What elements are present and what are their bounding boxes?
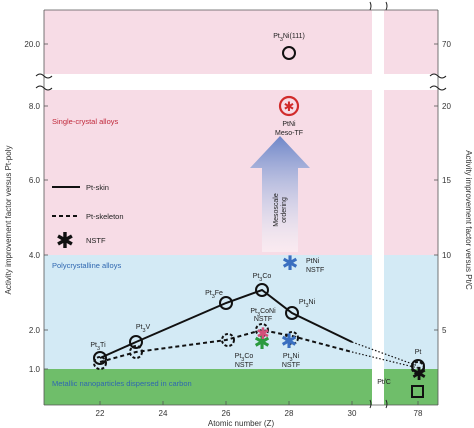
- marker-pt3co-nstf: ✱: [254, 330, 271, 354]
- x-break-label: Pt/C: [377, 379, 391, 386]
- marker-pt3co-skeleton: [255, 323, 269, 337]
- label-pt3fe: Pt3Fe: [205, 290, 223, 300]
- y-axis-label-left: Activity improvement factor versus Pt-po…: [4, 146, 13, 295]
- marker-pt3v-skin: [129, 335, 143, 349]
- label-ptni-meso-1: PtNi: [282, 121, 296, 128]
- marker-ptni-nstf: ✱: [282, 251, 299, 275]
- marker-pt3v-skeleton: [129, 345, 143, 359]
- x-tick-0: 22: [96, 409, 105, 418]
- region-backgrounds: [30, 10, 455, 405]
- tick-marks: [44, 43, 438, 405]
- series-line-pt-skin-extension: [351, 341, 419, 367]
- region-label-polycrystalline: Polycrystalline alloys: [52, 261, 121, 270]
- marker-pt3co-skin: [255, 283, 269, 297]
- marker-pt3ni-nstf: ✱: [281, 329, 298, 353]
- mesoscale-arrow-shape: [250, 136, 310, 252]
- region-label-nanoparticles: Metallic nanoparticles dispersed in carb…: [52, 379, 192, 388]
- label-pt3ni: Pt3Ni: [299, 299, 316, 309]
- x-tick-3: 28: [285, 409, 294, 418]
- x-axis-label: Atomic number (Z): [208, 419, 275, 428]
- marker-pt3ni-skeleton: [285, 331, 299, 345]
- y-ticks-left: 1.0 2.0 4.0 6.0 8.0 20.0: [24, 40, 40, 374]
- svg-text:✱: ✱: [284, 100, 295, 115]
- legend-label-nstf: NSTF: [86, 236, 106, 245]
- point-labels: Pt3Ti Pt3V Pt3Fe Pt3Co Pt3Ni Pt Pt3Ni(11…: [90, 33, 421, 369]
- label-ptni-meso-2: Meso-TF: [275, 130, 303, 137]
- y-tick-left-5: 20.0: [24, 40, 40, 49]
- label-ptni-nstf-1: PtNi: [306, 258, 320, 265]
- y-tick-right-2: 15: [442, 176, 451, 185]
- label-pt3co-nstf-2: NSTF: [235, 362, 253, 369]
- y-tick-left-3: 6.0: [29, 176, 41, 185]
- label-pt3ni-nstf-2: NSTF: [282, 362, 300, 369]
- marker-pt3ti-skeleton: [93, 356, 107, 370]
- x-ticks: 22 24 26 28 30 78 Pt/C: [96, 379, 423, 418]
- nstf-markers: ✱ ✱ ✱ ✱ ✱: [254, 251, 427, 385]
- x-tick-5: 78: [414, 409, 423, 418]
- legend-label-pt-skin: Pt-skin: [86, 183, 109, 192]
- y-tick-left-0: 1.0: [29, 365, 41, 374]
- label-pt3coni-nstf-2: NSTF: [254, 316, 272, 323]
- marker-pt3ni-111: [282, 46, 296, 60]
- marker-pt3ni-skin: [285, 306, 299, 320]
- y-tick-right-4: 70: [442, 40, 451, 49]
- x-tick-4: 30: [348, 409, 357, 418]
- arrow-label-line-2: ordering: [281, 197, 288, 223]
- y-axis-label-right: Activity improvement factor versus Pt/C: [464, 150, 473, 290]
- label-pt3ni-111: Pt3Ni(111): [273, 33, 305, 43]
- label-pt3ni-nstf-1: Pt3Ni: [283, 353, 300, 363]
- label-pt3co: Pt3Co: [253, 273, 272, 283]
- marker-pt3coni-nstf: ✱: [256, 324, 269, 343]
- x-tick-1: 24: [159, 409, 168, 418]
- axis-break-marks: [35, 1, 447, 409]
- region-label-single-crystal: Single-crystal alloys: [52, 117, 119, 126]
- y-tick-right-0: 5: [442, 326, 447, 335]
- y-ticks-right: 5 10 15 20 70: [442, 40, 451, 335]
- marker-pt-skeleton: [411, 361, 425, 375]
- axis-break-gap-vertical: [372, 10, 384, 405]
- marker-pt3fe-skeleton: [221, 333, 235, 347]
- marker-ptni-meso-tf: ✱: [278, 95, 300, 117]
- label-pt3ti: Pt3Ti: [90, 342, 106, 352]
- y-tick-left-4: 8.0: [29, 102, 41, 111]
- label-pt3coni-nstf-1: Pt3CoNi: [250, 308, 276, 318]
- arrow-label-line-1: Mesoscale: [273, 193, 280, 227]
- marker-pt3fe-skin: [219, 296, 233, 310]
- axis-break-gap-horizontal: [30, 74, 455, 90]
- y-tick-left-2: 4.0: [29, 251, 41, 260]
- label-pt3co-nstf-1: Pt3Co: [235, 353, 254, 363]
- legend-asterisk-icon: ✱: [56, 229, 74, 254]
- marker-pt-nstf: ✱: [411, 364, 426, 385]
- y-tick-right-1: 10: [442, 251, 451, 260]
- label-ptni-nstf-2: NSTF: [306, 267, 324, 274]
- markers: [93, 46, 425, 398]
- label-pt3v: Pt3V: [136, 324, 151, 334]
- marker-pt-c-square: [411, 385, 424, 398]
- series-line-pt-skeleton-extension: [351, 351, 419, 369]
- legend-label-pt-skeleton: Pt-skeleton: [86, 212, 124, 221]
- y-tick-left-1: 2.0: [29, 326, 41, 335]
- marker-pt3ti-skin: [93, 351, 107, 365]
- label-pt: Pt: [415, 349, 422, 356]
- y-tick-right-3: 20: [442, 102, 451, 111]
- legend: Pt-skin Pt-skeleton ✱ NSTF: [52, 183, 124, 254]
- x-tick-2: 26: [222, 409, 231, 418]
- mesoscale-arrow: Mesoscale ordering: [250, 136, 310, 252]
